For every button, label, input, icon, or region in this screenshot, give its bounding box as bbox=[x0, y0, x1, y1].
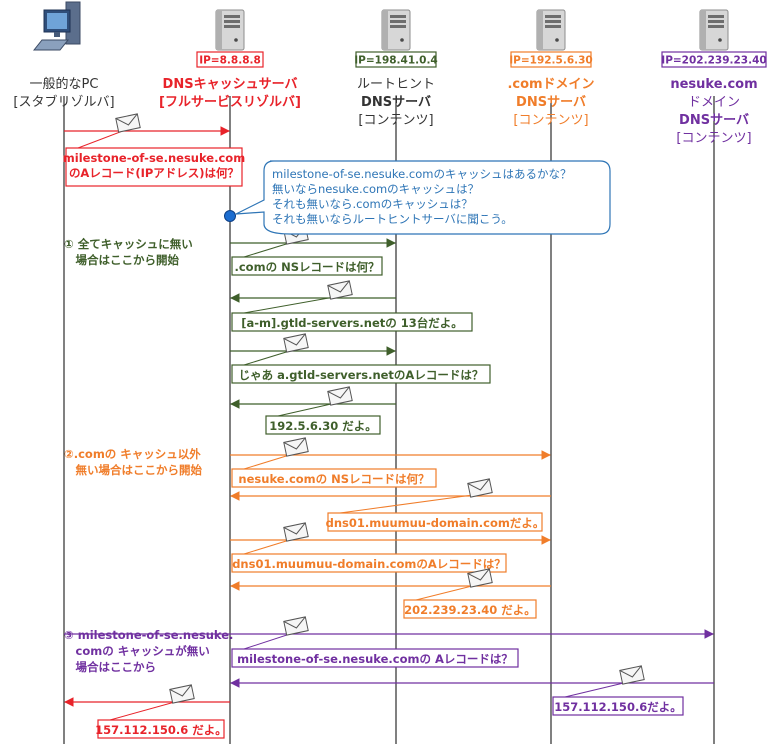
entity-name-root-0: ルートヒント bbox=[357, 77, 435, 92]
envelope-icon bbox=[283, 437, 309, 457]
message-pointer-4 bbox=[277, 401, 341, 417]
entity-name-pc-1: [スタブリゾルバ] bbox=[13, 94, 114, 110]
message-label-7-0: dns01.muumuu-domain.comのAレコードは？ bbox=[232, 557, 506, 571]
message-box-3 bbox=[231, 364, 491, 384]
envelope-icon bbox=[115, 113, 141, 133]
message-box-10 bbox=[552, 696, 684, 716]
thought-bubble bbox=[235, 160, 611, 235]
message-box-1 bbox=[231, 256, 383, 276]
message-label-2-0: [a-m].gtld-servers.netの 13台だよ。 bbox=[241, 316, 463, 330]
message-label-10-0: 157.112.150.6だよ。 bbox=[554, 700, 682, 714]
envelope-icon bbox=[283, 333, 309, 353]
message-pointer-11 bbox=[109, 699, 183, 721]
server-tower-icon bbox=[536, 9, 566, 51]
ip-label-com: IP=192.5.6.30 bbox=[509, 55, 593, 67]
message-pointer-8 bbox=[415, 583, 481, 601]
ip-badge-com bbox=[510, 51, 592, 68]
server-tower-icon bbox=[381, 9, 411, 51]
envelope-icon bbox=[467, 568, 493, 588]
step-label-0-0: ① 全てキャッシュに無い bbox=[64, 237, 193, 251]
envelope-icon bbox=[619, 665, 645, 685]
thought-bubble-line-3: それも無いならルートヒントサーバに聞こう。 bbox=[272, 212, 513, 226]
envelope-icon bbox=[283, 522, 309, 542]
thought-bubble-line-1: 無いならnesuke.comのキャッシュは？ bbox=[272, 182, 479, 196]
entity-name-cache-1: [フルサービスリゾルバ] bbox=[159, 94, 301, 110]
message-pointer-2 bbox=[243, 295, 341, 314]
thought-bubble-line-0: milestone-of-se.nesuke.comのキャッシュはあるかな？ bbox=[272, 167, 571, 181]
message-label-11-0: 157.112.150.6 だよ。 bbox=[95, 723, 227, 737]
desktop-pc-icon bbox=[32, 1, 81, 51]
message-box-5 bbox=[231, 468, 437, 488]
message-label-0-0: milestone-of-se.nesuke.com bbox=[63, 151, 245, 165]
envelope-icon bbox=[327, 280, 353, 300]
envelope-icon bbox=[283, 616, 309, 636]
server-tower-icon bbox=[215, 9, 245, 51]
step-label-1-1: 無い場合はここから開始 bbox=[64, 463, 202, 477]
message-label-5-0: nesuke.comの NSレコードは何？ bbox=[238, 472, 429, 486]
message-box-8 bbox=[403, 599, 537, 619]
message-box-2 bbox=[231, 312, 473, 332]
message-pointer-10 bbox=[564, 680, 633, 698]
entity-name-com-2: [コンテンツ] bbox=[513, 113, 588, 128]
ip-label-cache: IP=8.8.8.8 bbox=[199, 55, 261, 67]
message-box-9 bbox=[231, 648, 519, 668]
step-label-0-1: 場合はここから開始 bbox=[64, 253, 179, 267]
message-pointer-6 bbox=[339, 493, 481, 514]
envelope-icon bbox=[327, 386, 353, 406]
message-label-3-0: じゃあ a.gtld-servers.netのAレコードは？ bbox=[239, 368, 484, 382]
step-label-2-0: ③ milestone-of-se.nesuke. bbox=[64, 628, 233, 642]
entity-name-cache-0: DNSキャッシュサーバ bbox=[163, 77, 298, 92]
message-box-4 bbox=[265, 415, 381, 435]
step-label-2-2: 場合はここから bbox=[64, 660, 156, 674]
entity-name-root-2: [コンテンツ] bbox=[358, 113, 433, 128]
message-label-9-0: milestone-of-se.nesuke.comの Aレコードは？ bbox=[237, 652, 513, 666]
thought-bubble-line-2: それも無いなら.comのキャッシュは？ bbox=[272, 197, 473, 211]
message-label-1-0: .comの NSレコードは何？ bbox=[235, 260, 380, 274]
ip-label-nesuke: IP=202.239.23.40 bbox=[661, 55, 766, 67]
message-label-4-0: 192.5.6.30 だよ。 bbox=[269, 419, 377, 433]
message-label-8-0: 202.239.23.40 だよ。 bbox=[404, 603, 536, 617]
message-box-6 bbox=[327, 512, 543, 532]
message-label-6-0: dns01.muumuu-domain.comだよ。 bbox=[326, 516, 545, 530]
message-label-0-1: のAレコード(IPアドレス)は何？ bbox=[69, 166, 239, 180]
step-label-2-1: comの キャッシュが無い bbox=[64, 644, 210, 658]
entity-name-root-1: DNSサーバ bbox=[361, 95, 431, 110]
entity-name-nesuke-3: [コンテンツ] bbox=[676, 131, 751, 146]
entity-name-pc-0: 一般的なPC bbox=[30, 76, 99, 92]
ip-label-root: IP=198.41.0.4 bbox=[354, 55, 438, 67]
step-label-1-0: ②.comの キャッシュ以外 bbox=[64, 447, 201, 461]
entity-name-com-0: .comドメイン bbox=[507, 77, 594, 92]
entity-name-nesuke-2: DNSサーバ bbox=[679, 113, 749, 128]
message-box-7 bbox=[231, 553, 507, 573]
ip-badge-nesuke bbox=[661, 51, 767, 68]
entity-name-com-1: DNSサーバ bbox=[516, 95, 586, 110]
entity-name-nesuke-0: nesuke.com bbox=[670, 77, 757, 92]
ip-badge-cache bbox=[196, 51, 264, 68]
entity-name-nesuke-1: ドメイン bbox=[688, 95, 740, 110]
activation-dot bbox=[224, 210, 236, 222]
envelope-icon bbox=[169, 684, 195, 704]
message-box-0 bbox=[65, 147, 243, 187]
envelope-icon bbox=[467, 478, 493, 498]
message-box-11 bbox=[97, 719, 225, 739]
ip-badge-root bbox=[355, 51, 437, 68]
server-tower-icon bbox=[699, 9, 729, 51]
